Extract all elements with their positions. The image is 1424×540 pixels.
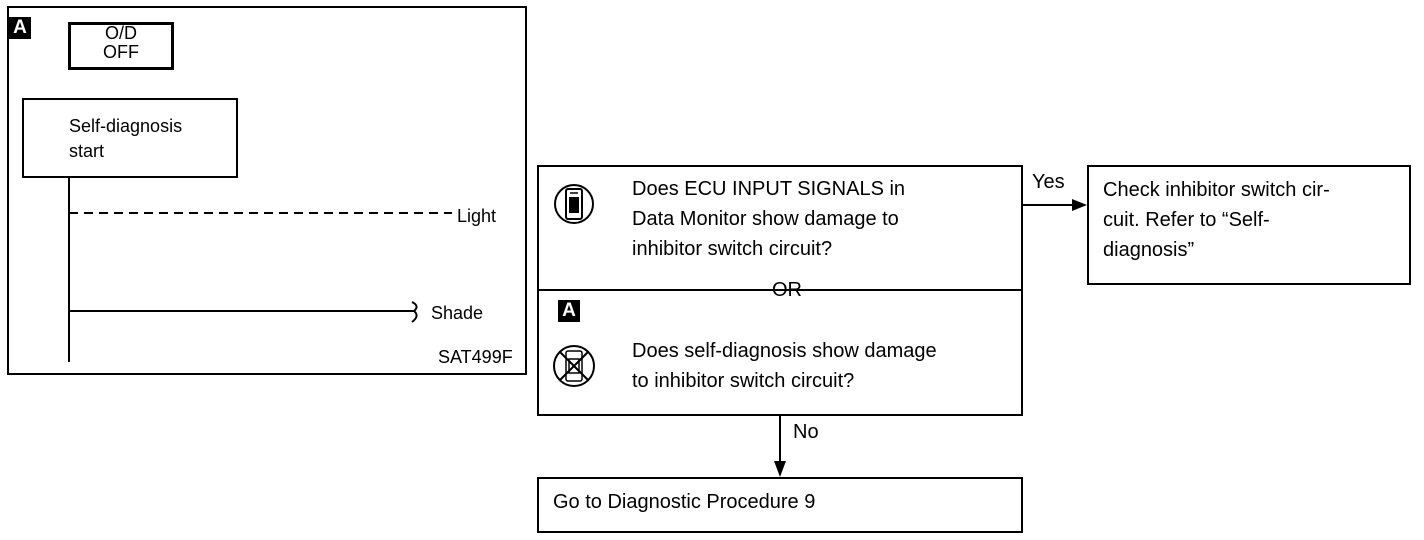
yes-result-box bbox=[1087, 165, 1411, 285]
question-2-text: Does self-diagnosis show damage to inhib… bbox=[632, 340, 937, 392]
no-result-text: Go to Diagnostic Procedure 9 bbox=[553, 491, 816, 513]
yes-label: Yes bbox=[1032, 171, 1065, 193]
od-off-label: O/D OFF bbox=[103, 23, 139, 62]
data-monitor-icon bbox=[554, 184, 594, 224]
no-label: No bbox=[793, 421, 819, 443]
self-diagnosis-start-box bbox=[22, 98, 238, 178]
no-result-box bbox=[537, 477, 1023, 533]
yes-arrow-head bbox=[1072, 199, 1087, 211]
mode-a-badge-flow: A bbox=[558, 300, 580, 322]
light-label: Light bbox=[457, 206, 497, 226]
od-off-indicator bbox=[68, 22, 174, 70]
mode-a-badge: A bbox=[9, 17, 31, 39]
question-1-text: Does ECU INPUT SIGNALS in Data Monitor s… bbox=[632, 178, 906, 260]
yes-result-text: Check inhibitor switch cir- cuit. Refer … bbox=[1103, 179, 1330, 261]
shade-label: Shade bbox=[431, 303, 484, 323]
figure-code: SAT499F bbox=[438, 347, 513, 367]
shade-line-end-mark bbox=[411, 301, 418, 323]
no-consult-icon bbox=[553, 345, 595, 387]
self-diagnosis-start-label: Self-diagnosis start bbox=[69, 116, 183, 161]
no-arrow-head bbox=[774, 461, 786, 477]
